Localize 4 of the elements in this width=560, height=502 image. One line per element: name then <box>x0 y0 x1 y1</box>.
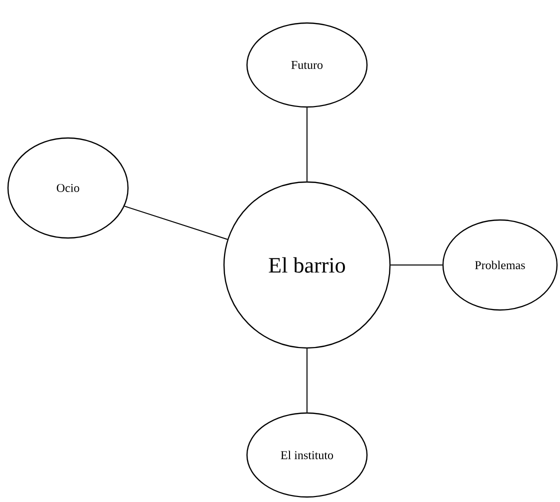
connector-line <box>390 264 443 266</box>
connector-line <box>306 348 308 413</box>
connector-line <box>306 107 308 182</box>
connector-line <box>124 206 228 240</box>
